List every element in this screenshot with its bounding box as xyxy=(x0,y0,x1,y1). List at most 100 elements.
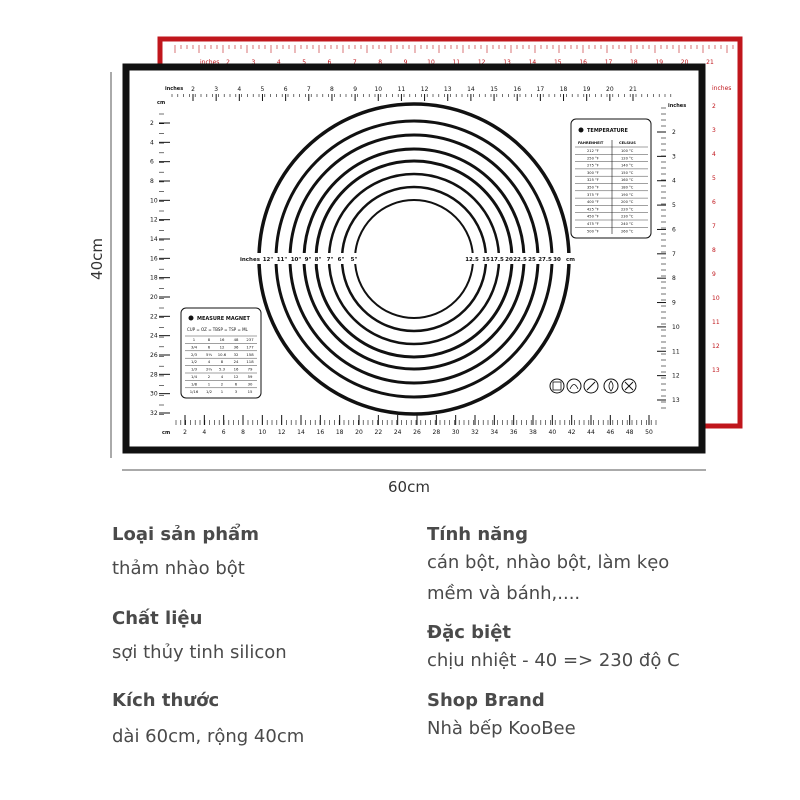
back-side-tick-label: 4 xyxy=(712,151,716,158)
right-tick-label: 13 xyxy=(672,397,680,404)
top-tick-label: 3 xyxy=(214,86,218,93)
measure-cell: 1/4 xyxy=(191,374,198,379)
back-side-tick-label: 5 xyxy=(712,175,716,182)
top-tick-label: 10 xyxy=(374,86,382,93)
top-tick-label: 13 xyxy=(444,86,452,93)
left-tick-label: 4 xyxy=(150,139,154,146)
bottom-tick-label: 34 xyxy=(491,429,499,436)
right-tick-label: 3 xyxy=(672,153,676,160)
circle-cm-value: 15 xyxy=(482,257,490,263)
measure-header: CUP = OZ = TBSP = TSP = ML xyxy=(187,327,249,332)
circle-inches-label: inches xyxy=(240,257,261,263)
top-tick-label: 9 xyxy=(353,86,357,93)
measure-cell: 15 xyxy=(248,389,253,394)
bottom-tick-label: 42 xyxy=(568,429,576,436)
top-tick-label: 17 xyxy=(537,86,545,93)
right-tick-label: 9 xyxy=(672,300,676,307)
temperature-header-c: CELSIUS xyxy=(619,141,636,145)
spec-label: Tính năng xyxy=(427,524,529,545)
spec-brand: Shop Brand Nhà bếp KooBee xyxy=(427,690,576,744)
measure-cell: 2 xyxy=(221,381,224,386)
temperature-f-value: 275 °F xyxy=(587,164,599,168)
circle-cm-value: 20 xyxy=(505,257,513,263)
back-top-tick-label: 21 xyxy=(706,59,714,66)
back-side-tick-label: 13 xyxy=(712,367,720,374)
spec-value: cán bột, nhào bột, làm kẹo xyxy=(427,552,670,573)
left-tick-label: 20 xyxy=(150,294,158,301)
circle-cm-label: cm xyxy=(566,257,575,263)
care-icons xyxy=(549,378,637,394)
spec-special: Đặc biệt chịu nhiệt - 40 => 230 độ C xyxy=(427,622,680,676)
temperature-f-value: 350 °F xyxy=(587,186,599,190)
temperature-f-value: 325 °F xyxy=(587,178,599,182)
back-top-tick-label: 15 xyxy=(554,59,562,66)
measure-cell: 12 xyxy=(220,344,225,349)
bottom-tick-label: 48 xyxy=(626,429,634,436)
temperature-f-value: 500 °F xyxy=(587,229,599,233)
measure-cell: 79 xyxy=(248,367,253,372)
measure-cell: 1 xyxy=(221,389,224,394)
temperature-c-value: 140 °C xyxy=(621,164,634,168)
spec-value: thảm nhào bột xyxy=(112,558,245,579)
bottom-tick-label: 6 xyxy=(222,429,226,436)
circle-cm-value: 25 xyxy=(528,257,536,263)
back-side-tick-label: 9 xyxy=(712,271,716,278)
measure-table: MEASURE MAGNET CUP = OZ = TBSP = TSP = M… xyxy=(180,307,262,399)
left-tick-label: 24 xyxy=(150,333,158,340)
no-knife-icon xyxy=(583,378,599,394)
bottom-tick-label: 30 xyxy=(452,429,460,436)
measure-cell: 24 xyxy=(234,359,239,364)
measure-cell: 3 xyxy=(235,389,238,394)
temperature-f-value: 212 °F xyxy=(587,149,599,153)
left-tick-label: 26 xyxy=(150,352,158,359)
back-side-tick-label: 7 xyxy=(712,223,716,230)
back-top-tick-label: 20 xyxy=(681,59,689,66)
spec-value: chịu nhiệt - 40 => 230 độ C xyxy=(427,650,680,671)
measure-cell: 1/2 xyxy=(191,359,198,364)
back-top-tick-label: 12 xyxy=(478,59,486,66)
measure-cell: 4 xyxy=(208,359,211,364)
measure-cell: 16 xyxy=(234,367,239,372)
left-tick-label: 32 xyxy=(150,410,158,417)
back-mat-corner-label: inches xyxy=(712,85,731,92)
measure-cell: 12 xyxy=(234,374,239,379)
left-tick-label: 6 xyxy=(150,159,154,166)
temperature-f-value: 400 °F xyxy=(587,200,599,204)
bottom-tick-label: 12 xyxy=(278,429,286,436)
no-fire-icon xyxy=(603,378,619,394)
top-ruler-label: inches xyxy=(165,86,183,92)
circle-inch-value: 8" xyxy=(315,257,322,263)
measure-cell: 6 xyxy=(235,381,238,386)
temperature-f-value: 475 °F xyxy=(587,222,599,226)
left-tick-label: 22 xyxy=(150,313,158,320)
circle-inch-value: 9" xyxy=(305,257,312,263)
back-top-tick-label: 16 xyxy=(579,59,587,66)
back-top-tick-label: 19 xyxy=(655,59,663,66)
bottom-tick-label: 2 xyxy=(183,429,187,436)
left-tick-label: 12 xyxy=(150,217,158,224)
right-tick-label: 7 xyxy=(672,251,676,258)
measure-cell: 30 xyxy=(248,381,253,386)
back-top-tick-label: 9 xyxy=(404,59,408,66)
temperature-f-value: 250 °F xyxy=(587,156,599,160)
spec-value: Nhà bếp KooBee xyxy=(427,718,576,739)
measure-cell: 1/2 xyxy=(206,389,213,394)
left-ruler-label: cm xyxy=(157,100,165,106)
temperature-c-value: 260 °C xyxy=(621,229,634,233)
left-tick-label: 28 xyxy=(150,371,158,378)
temperature-f-value: 450 °F xyxy=(587,215,599,219)
right-ruler-label: inches xyxy=(668,103,686,109)
top-tick-label: 2 xyxy=(191,86,195,93)
temperature-c-value: 100 °C xyxy=(621,149,634,153)
right-tick-label: 4 xyxy=(672,178,676,185)
circle-cm-value: 27.5 xyxy=(538,257,552,263)
circle-inch-value: 6" xyxy=(338,257,345,263)
right-tick-label: 5 xyxy=(672,202,676,209)
back-side-tick-label: 2 xyxy=(712,103,716,110)
no-cut-icon xyxy=(621,378,637,394)
back-top-tick-label: 6 xyxy=(328,59,332,66)
